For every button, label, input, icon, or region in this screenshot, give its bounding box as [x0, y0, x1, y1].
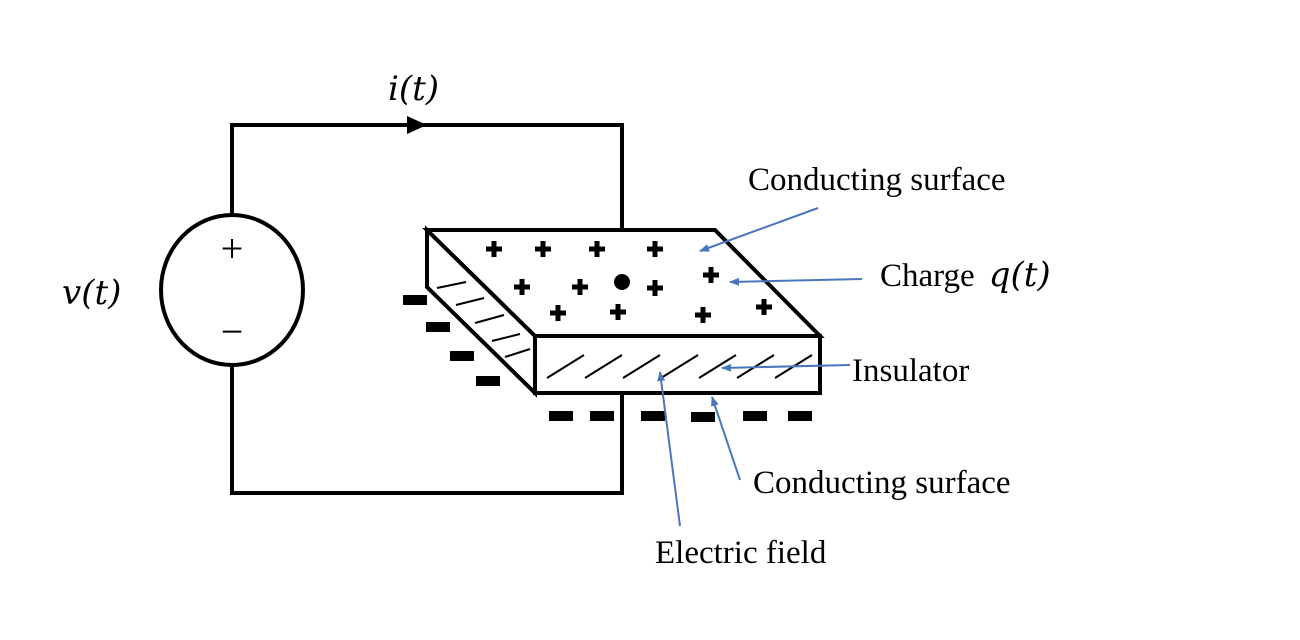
minus-charge-icon	[691, 412, 715, 422]
insulator-pointer	[721, 363, 851, 372]
charge-label-text: Charge	[880, 258, 975, 294]
hatch-line	[474, 314, 505, 324]
plus-charge-icon	[514, 279, 530, 295]
minus-charge-icon	[476, 376, 500, 386]
insulator-hatching	[436, 281, 813, 379]
hatch-line	[584, 354, 623, 379]
hatch-line	[491, 333, 521, 342]
positive-charges	[486, 241, 772, 323]
top-surface-label: Conducting surface	[748, 162, 1006, 198]
minus-charge-icon	[549, 411, 573, 421]
terminal-dot	[614, 274, 630, 290]
bottom-surface-pointer	[711, 396, 741, 481]
plus-charge-icon	[703, 267, 719, 283]
hatch-line	[436, 281, 467, 289]
hatch-line	[660, 354, 699, 379]
voltage-source	[159, 213, 305, 367]
electric-field-label: Electric field	[655, 535, 827, 571]
charge-label: Charge q(t)	[880, 255, 1051, 295]
minus-charge-icon	[403, 295, 427, 305]
minus-charge-icon	[426, 322, 450, 332]
plus-charge-icon	[486, 241, 502, 257]
plus-charge-icon	[756, 299, 772, 315]
source-minus-sign: −	[221, 309, 244, 354]
minus-charge-icon	[450, 351, 474, 361]
plus-charge-icon	[550, 305, 566, 321]
pointer-arrows	[657, 207, 863, 527]
minus-charge-icon	[788, 411, 812, 421]
source-plus-sign: +	[221, 226, 244, 271]
hatch-line	[622, 354, 661, 379]
minus-charge-icon	[590, 411, 614, 421]
insulator-label: Insulator	[852, 353, 969, 389]
minus-charge-icon	[743, 411, 767, 421]
current-label: i(t)	[388, 69, 439, 109]
bottom-wire	[230, 365, 624, 495]
plus-charge-icon	[610, 304, 626, 320]
bottom-surface-label: Conducting surface	[753, 465, 1011, 501]
plus-charge-icon	[535, 241, 551, 257]
hatch-line	[455, 297, 485, 306]
charge-pointer	[729, 277, 863, 286]
plus-charge-icon	[572, 279, 588, 295]
minus-charge-icon	[641, 411, 665, 421]
hatch-line	[546, 354, 585, 379]
current-direction-arrow-icon	[407, 116, 427, 134]
voltage-label: v(t)	[62, 273, 121, 313]
hatch-line	[504, 348, 531, 358]
negative-charges	[403, 295, 812, 422]
plus-charge-icon	[647, 241, 663, 257]
insulator-front-face	[533, 334, 822, 395]
plus-charge-icon	[647, 280, 663, 296]
plus-charge-icon	[589, 241, 605, 257]
plus-charge-icon	[695, 307, 711, 323]
electric-field-pointer	[657, 371, 681, 527]
charge-variable: q(t)	[989, 255, 1051, 295]
top-surface-pointer	[699, 207, 819, 252]
hatch-line	[698, 354, 737, 379]
